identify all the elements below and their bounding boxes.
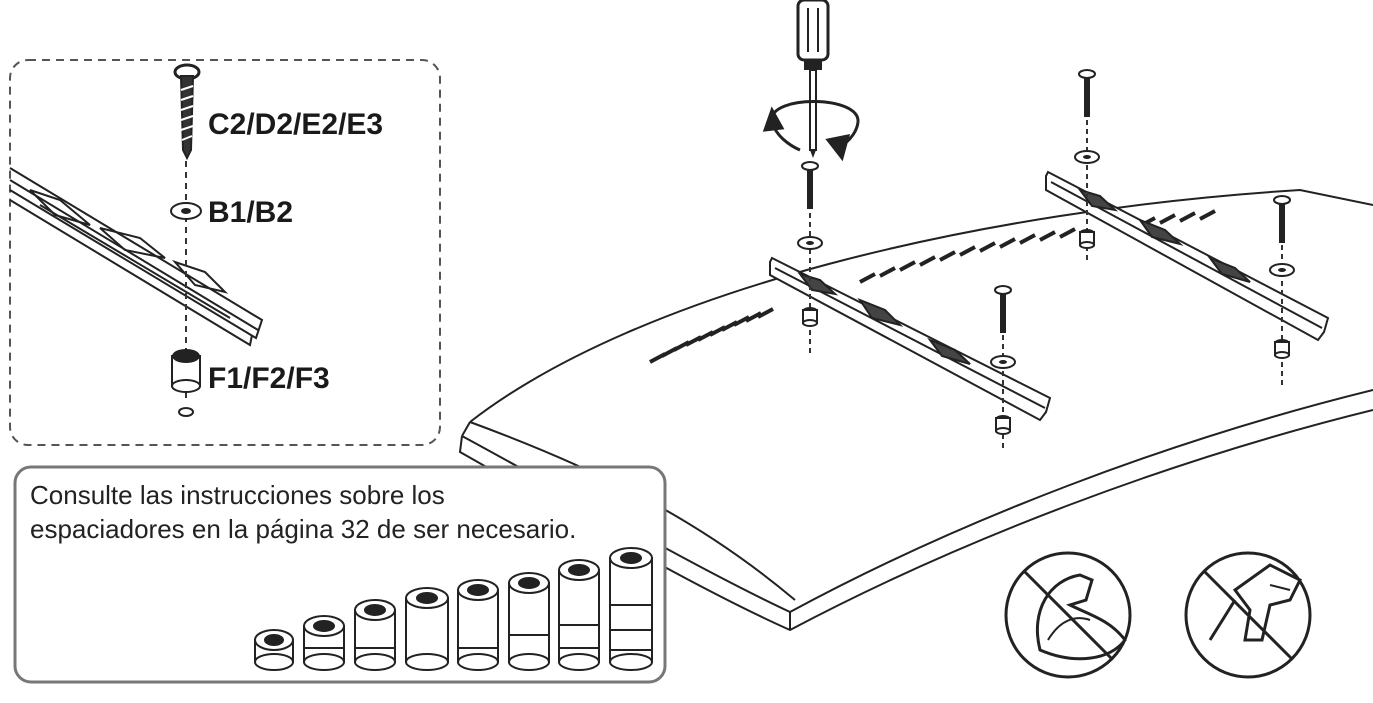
spacer-size-4 [405, 587, 449, 671]
no-power-drill-icon [1184, 551, 1312, 679]
detail-washer [170, 202, 202, 220]
spacer-note-text: Consulte las instrucciones sobre los esp… [30, 478, 680, 546]
washer-label: B1/B2 [208, 196, 294, 229]
no-excessive-force-icon [1004, 551, 1132, 679]
spacer-note-box [13, 465, 667, 684]
screwdriver-icon [796, 0, 830, 158]
rotation-arrows-icon [762, 100, 860, 162]
spacer-note-line-1: Consulte las instrucciones sobre los [30, 480, 445, 510]
detail-panel [9, 59, 441, 446]
detail-mounting-rail [9, 167, 264, 347]
right-mounting-rail [1045, 170, 1330, 342]
left-mounting-rail [769, 256, 1052, 422]
fastener-stacks [797, 69, 1295, 450]
spacer-size-7 [558, 559, 600, 671]
spacer-size-2 [303, 615, 345, 671]
spacer-size-8 [609, 547, 653, 671]
screw-label: C2/D2/E2/E3 [208, 108, 384, 141]
spacer-size-1 [254, 629, 294, 671]
spacer-size-6 [508, 572, 550, 671]
spacer-note-line-2: espaciadores en la página 32 de ser nece… [30, 514, 577, 544]
detail-spacer [171, 349, 201, 417]
spacer-size-3 [354, 599, 396, 671]
spacer-size-5 [457, 579, 499, 671]
spacer-sizes-row [254, 547, 653, 671]
detail-screw [173, 63, 201, 161]
spacer-label: F1/F2/F3 [208, 362, 330, 395]
